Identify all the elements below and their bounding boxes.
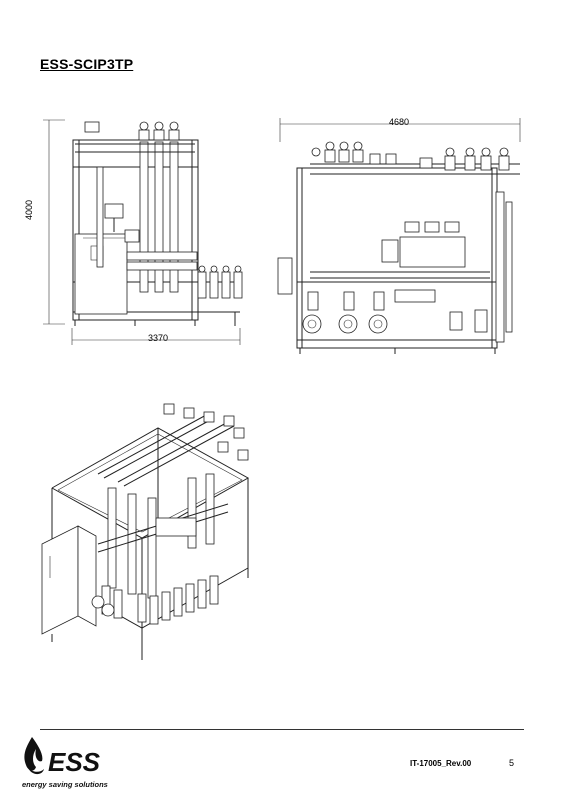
svg-text:energy saving solutions: energy saving solutions (22, 780, 108, 789)
side-view-drawing (35, 112, 260, 350)
width-dimension-front: 4680 (389, 117, 410, 127)
isometric-view-drawing (38, 398, 268, 666)
ess-logo: ESS energy saving solutions (20, 733, 130, 791)
document-code: IT-17005_Rev.00 (410, 759, 472, 768)
height-dimension: 4000 (24, 199, 34, 220)
page-title: ESS-SCIP3TP (40, 56, 134, 72)
width-dimension-side: 3370 (148, 333, 169, 343)
svg-text:ESS: ESS (48, 747, 101, 777)
page-number: 5 (509, 758, 515, 768)
footer-divider (40, 729, 524, 730)
front-view-drawing (270, 112, 528, 360)
